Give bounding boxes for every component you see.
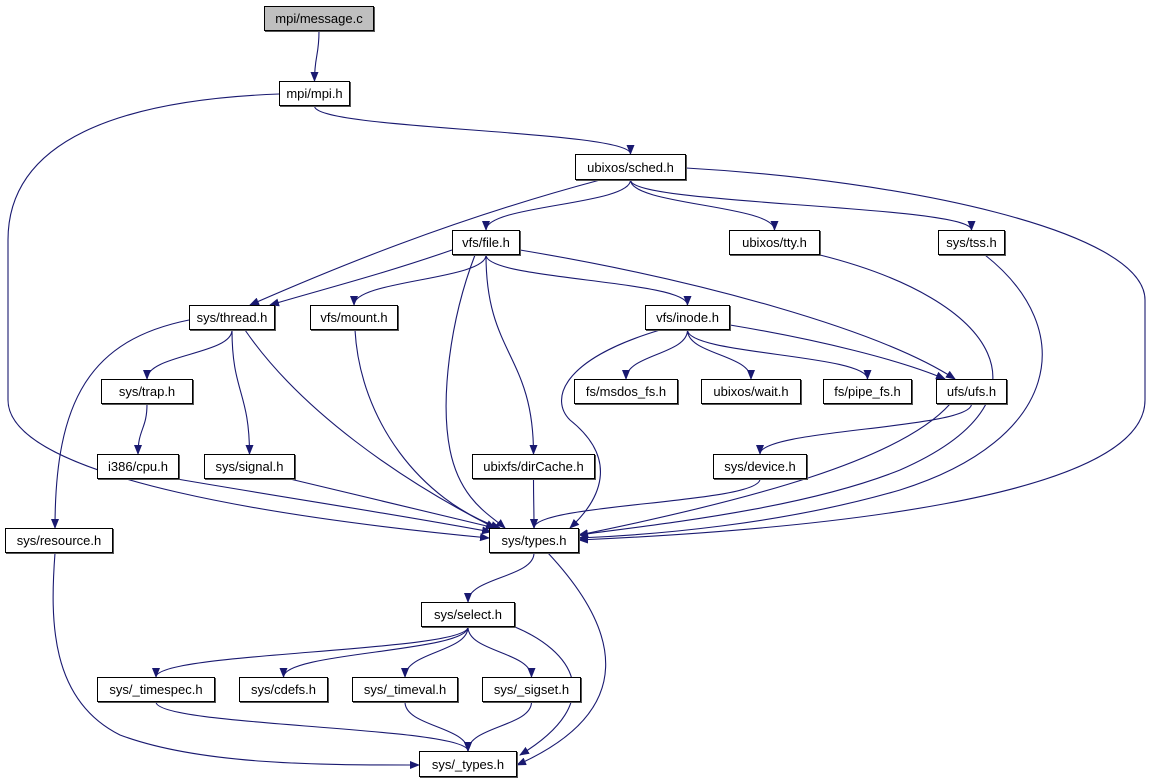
- node-label: sys/device.h: [724, 459, 796, 474]
- edge-trap-h-to-cpu-h: [134, 403, 148, 455]
- node-label: sys/_timeval.h: [363, 682, 447, 697]
- node-sys-trap-h[interactable]: sys/trap.h: [101, 379, 193, 404]
- edge-sched-h-to-tty-h: [629, 179, 779, 231]
- edge-inode-h-to-wait-h: [686, 329, 755, 380]
- node-sys-signal-h[interactable]: sys/signal.h: [204, 454, 295, 479]
- node-mpi-message-c: mpi/message.c: [264, 6, 374, 31]
- node-label: ufs/ufs.h: [946, 384, 997, 399]
- node-ufs-ufs-h[interactable]: ufs/ufs.h: [936, 379, 1007, 404]
- node-label: sys/_types.h: [431, 756, 505, 772]
- edge-sched-h-to-thread-h: [249, 179, 601, 306]
- node-label: vfs/mount.h: [320, 310, 388, 325]
- node-ubixfs-dircache-h[interactable]: ubixfs/dirCache.h: [472, 454, 595, 479]
- node-label: sys/thread.h: [196, 310, 268, 325]
- edge-sched-h-to-types-h: [578, 167, 1146, 544]
- node-label: sys/_timespec.h: [109, 682, 203, 697]
- node-label: sys/resource.h: [16, 533, 102, 548]
- edge-file-h-to-ufs-h: [519, 249, 956, 380]
- node-label: fs/pipe_fs.h: [834, 384, 901, 399]
- node-label: sys/_sigset.h: [493, 682, 570, 697]
- node-label: i386/cpu.h: [108, 459, 168, 474]
- node-label: mpi/mpi.h: [286, 86, 343, 101]
- node-vfs-file-h[interactable]: vfs/file.h: [452, 230, 520, 255]
- node-label: sys/signal.h: [215, 459, 284, 474]
- edge-file-h-to-mount-h: [350, 254, 487, 306]
- node-i386-cpu-h[interactable]: i386/cpu.h: [97, 454, 179, 479]
- edge-file-h-to-dircache-h: [485, 254, 538, 455]
- edge-types-h-to-select-h: [464, 552, 535, 603]
- node-label: sys/tss.h: [946, 235, 997, 250]
- node-sys-cdefs-h[interactable]: sys/cdefs.h: [239, 677, 328, 702]
- node-label: sys/types.h: [501, 533, 567, 548]
- node-label: vfs/file.h: [462, 235, 510, 250]
- edge-file-h-to-types-h: [445, 254, 506, 529]
- node-label: fs/msdos_fs.h: [585, 384, 667, 399]
- edge-ufs-h-to-types-h: [578, 403, 951, 538]
- edge-select-h-to-cdefs-h: [279, 626, 469, 678]
- edge-select-h-to-timeval-h: [401, 626, 469, 678]
- edge-sched-h-to-tss-h: [629, 179, 976, 231]
- node-vfs-mount-h[interactable]: vfs/mount.h: [310, 305, 398, 330]
- node-sys-tss-h[interactable]: sys/tss.h: [938, 230, 1005, 255]
- edge-mount-h-to-types-h: [354, 329, 501, 529]
- edge-cpu-h-to-types-h: [176, 478, 492, 535]
- node-ubixos-wait-h[interactable]: ubixos/wait.h: [701, 379, 801, 404]
- edge-inode-h-to-msdos-h: [622, 329, 689, 380]
- node-sys-device-h[interactable]: sys/device.h: [713, 454, 807, 479]
- edge-tty-h-to-types-h: [578, 254, 994, 538]
- node-label: ubixos/sched.h: [587, 159, 674, 175]
- edge-timespec-h-to--types-h: [155, 701, 472, 752]
- edge-mpi-h-to-sched-h: [313, 105, 635, 155]
- edge-timeval-h-to--types-h: [404, 701, 472, 752]
- edge-mpi-h-to-types-h: [7, 93, 490, 542]
- node-sys-types-h[interactable]: sys/types.h: [489, 528, 579, 553]
- edge-tss-h-to-types-h: [578, 254, 1043, 542]
- edge-thread-h-to-trap-h: [143, 329, 233, 380]
- edge-file-h-to-inode-h: [485, 254, 692, 306]
- edge-select-h-to-timespec-h: [152, 626, 469, 678]
- edge-ufs-h-to-device-h: [756, 403, 973, 455]
- node-sys-resource-h[interactable]: sys/resource.h: [5, 528, 113, 553]
- edge-inode-h-to-types-h: [561, 329, 661, 529]
- node-mpi-mpi-h[interactable]: mpi/mpi.h: [279, 81, 350, 106]
- node-fs-pipe-fs-h[interactable]: fs/pipe_fs.h: [823, 379, 912, 404]
- edge-thread-h-to-signal-h: [231, 329, 254, 455]
- node-label: ubixfs/dirCache.h: [483, 459, 584, 474]
- edge-inode-h-to-pipe-h: [686, 329, 872, 380]
- node-label: ubixos/tty.h: [742, 235, 807, 250]
- node-label: ubixos/wait.h: [713, 384, 789, 399]
- edge-file-h-to-thread-h: [269, 249, 453, 307]
- node-sys-sigset-h[interactable]: sys/_sigset.h: [482, 677, 581, 702]
- node-label: sys/cdefs.h: [250, 682, 317, 697]
- node-fs-msdos-fs-h[interactable]: fs/msdos_fs.h: [574, 379, 678, 404]
- edge-dircache-h-to-types-h: [529, 478, 538, 529]
- edge-types-h-to--types-h: [516, 552, 607, 766]
- node-sys-timespec-h[interactable]: sys/_timespec.h: [97, 677, 215, 702]
- edge-message-c-to-mpi-h: [310, 30, 320, 82]
- node-ubixos-tty-h[interactable]: ubixos/tty.h: [729, 230, 820, 255]
- node-sys-types-h[interactable]: sys/_types.h: [419, 751, 517, 777]
- edge-signal-h-to-types-h: [289, 478, 496, 530]
- edge-device-h-to-types-h: [530, 478, 761, 529]
- edge-thread-h-to-types-h: [244, 329, 496, 529]
- node-label: vfs/inode.h: [656, 310, 719, 325]
- edge-inode-h-to-ufs-h: [729, 324, 946, 380]
- edge-resource-h-to--types-h: [52, 552, 420, 769]
- edge-select-h-to-sigset-h: [467, 626, 536, 678]
- node-sys-select-h[interactable]: sys/select.h: [421, 602, 515, 627]
- node-label: mpi/message.c: [275, 11, 363, 26]
- node-label: sys/select.h: [434, 607, 502, 622]
- node-ubixos-sched-h[interactable]: ubixos/sched.h: [575, 154, 686, 180]
- node-sys-timeval-h[interactable]: sys/_timeval.h: [352, 677, 458, 702]
- node-label: sys/trap.h: [118, 384, 176, 399]
- node-sys-thread-h[interactable]: sys/thread.h: [189, 305, 275, 330]
- node-vfs-inode-h[interactable]: vfs/inode.h: [645, 305, 730, 330]
- edge-sched-h-to-file-h: [482, 179, 632, 231]
- edge-sigset-h-to--types-h: [464, 701, 533, 752]
- edge-thread-h-to-resource-h: [51, 319, 190, 529]
